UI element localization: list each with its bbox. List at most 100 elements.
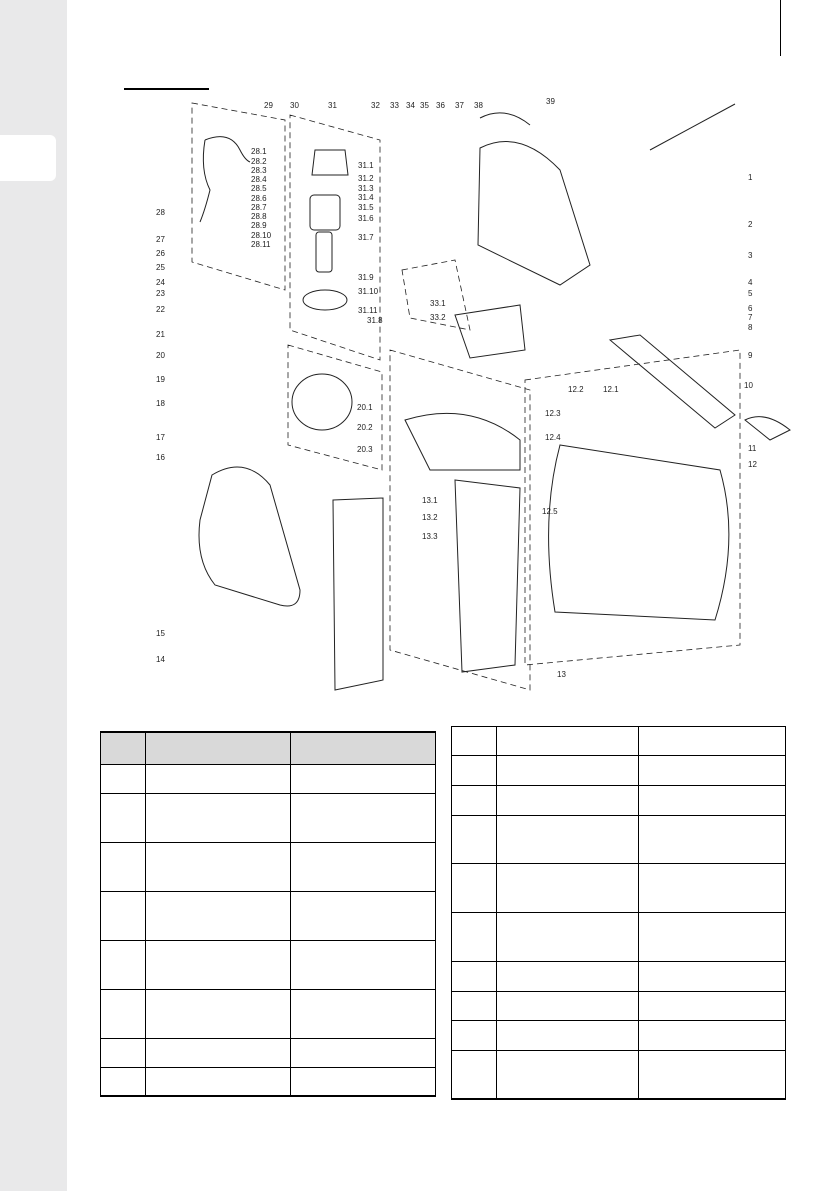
- label: 33.1: [430, 299, 446, 308]
- section-title-underline: [124, 88, 209, 90]
- strap: [649, 103, 736, 151]
- table-cell: [496, 726, 640, 756]
- label: 19: [156, 375, 165, 384]
- label: 28.2: [251, 157, 267, 166]
- table-cell: [451, 755, 497, 786]
- label: 5: [748, 289, 753, 298]
- table-cell: [145, 940, 292, 990]
- motor-bracket: [302, 289, 348, 311]
- label: 31.1: [358, 161, 374, 170]
- table-cell: [290, 891, 436, 941]
- table-cell: [290, 940, 436, 990]
- vacuum-frame: [404, 412, 521, 471]
- label: 28.6: [251, 194, 267, 203]
- group-frame-fan: [287, 344, 383, 471]
- label: 28.9: [251, 221, 267, 230]
- blower-tube: [332, 497, 384, 691]
- label: 6: [748, 304, 753, 313]
- label: 22: [156, 305, 165, 314]
- upper-housing: [477, 141, 591, 286]
- label: 33.2: [430, 313, 446, 322]
- label: 28.1: [251, 147, 267, 156]
- parts-table-left: [100, 731, 436, 1097]
- table-cell: [638, 726, 786, 756]
- label: 13.1: [422, 496, 438, 505]
- label: 39: [546, 97, 555, 106]
- table-cell: [496, 961, 640, 992]
- label: 38: [474, 101, 483, 110]
- label: 13.3: [422, 532, 438, 541]
- label: 28.10: [251, 231, 272, 240]
- tube-labels: 13.1 13.2 13.3 13: [422, 496, 566, 679]
- table-cell: [100, 1038, 146, 1068]
- language-tab: [0, 135, 56, 181]
- table-cell: [451, 961, 497, 992]
- lower-housing: [454, 304, 526, 359]
- table-cell: [496, 1050, 640, 1099]
- table-cell: [100, 732, 146, 765]
- label: 20.3: [357, 445, 373, 454]
- right-labels: 1 2 3 4 5 6 7 8 9 10 11 12: [744, 173, 757, 469]
- label: 12.2: [568, 385, 584, 394]
- label: 23: [156, 289, 165, 298]
- blower-body: [198, 466, 301, 607]
- table-cell: [496, 815, 640, 864]
- table-cell: [290, 764, 436, 794]
- label: 12.5: [542, 507, 558, 516]
- label: 12.4: [545, 433, 561, 442]
- table-cell: [290, 1067, 436, 1097]
- table-cell: [496, 912, 640, 962]
- table-cell: [145, 793, 292, 843]
- table-cell: [638, 815, 786, 864]
- label: 27: [156, 235, 165, 244]
- label: 26: [156, 249, 165, 258]
- table-cell: [100, 764, 146, 794]
- label: 37: [455, 101, 464, 110]
- blower-nozzle: [608, 334, 736, 429]
- table-cell: [290, 989, 436, 1039]
- label: 25: [156, 263, 165, 272]
- fan-impeller: [291, 373, 353, 431]
- table-cell: [145, 1067, 292, 1097]
- table-cell: [496, 1020, 640, 1051]
- label: 20: [156, 351, 165, 360]
- table-cell: [451, 1050, 497, 1099]
- table-cell: [451, 912, 497, 962]
- sub31-labels: 31.1 31.2 31.3 31.4 31.5 31.6 31.7 31.9 …: [358, 161, 383, 325]
- label: 24: [156, 278, 165, 287]
- label: 1: [748, 173, 753, 182]
- table-cell: [638, 912, 786, 962]
- label: 31.10: [358, 287, 379, 296]
- motor-stator: [309, 194, 341, 231]
- label: 13.2: [422, 513, 438, 522]
- label: 9: [748, 351, 753, 360]
- label: 18: [156, 399, 165, 408]
- label: 31.9: [358, 273, 374, 282]
- table-cell: [290, 793, 436, 843]
- label: 16: [156, 453, 165, 462]
- table-cell: [638, 961, 786, 992]
- label: 17: [156, 433, 165, 442]
- table-cell: [145, 764, 292, 794]
- label: 31.8: [367, 316, 383, 325]
- label: 10: [744, 381, 753, 390]
- table-cell: [638, 785, 786, 816]
- collection-bag: [548, 444, 730, 621]
- label: 21: [156, 330, 165, 339]
- label: 3: [748, 251, 753, 260]
- label: 4: [748, 278, 753, 287]
- table-cell: [638, 755, 786, 786]
- table-cell: [451, 815, 497, 864]
- label: 31: [328, 101, 337, 110]
- nozzle-cap: [744, 416, 791, 441]
- label: 35: [420, 101, 429, 110]
- label: 32: [371, 101, 380, 110]
- label: 7: [748, 313, 753, 322]
- label: 31.4: [358, 193, 374, 202]
- label: 20.1: [357, 403, 373, 412]
- table-cell: [145, 891, 292, 941]
- table-cell: [290, 842, 436, 892]
- label: 11: [748, 444, 757, 453]
- label: 28.3: [251, 166, 267, 175]
- label: 30: [290, 101, 299, 110]
